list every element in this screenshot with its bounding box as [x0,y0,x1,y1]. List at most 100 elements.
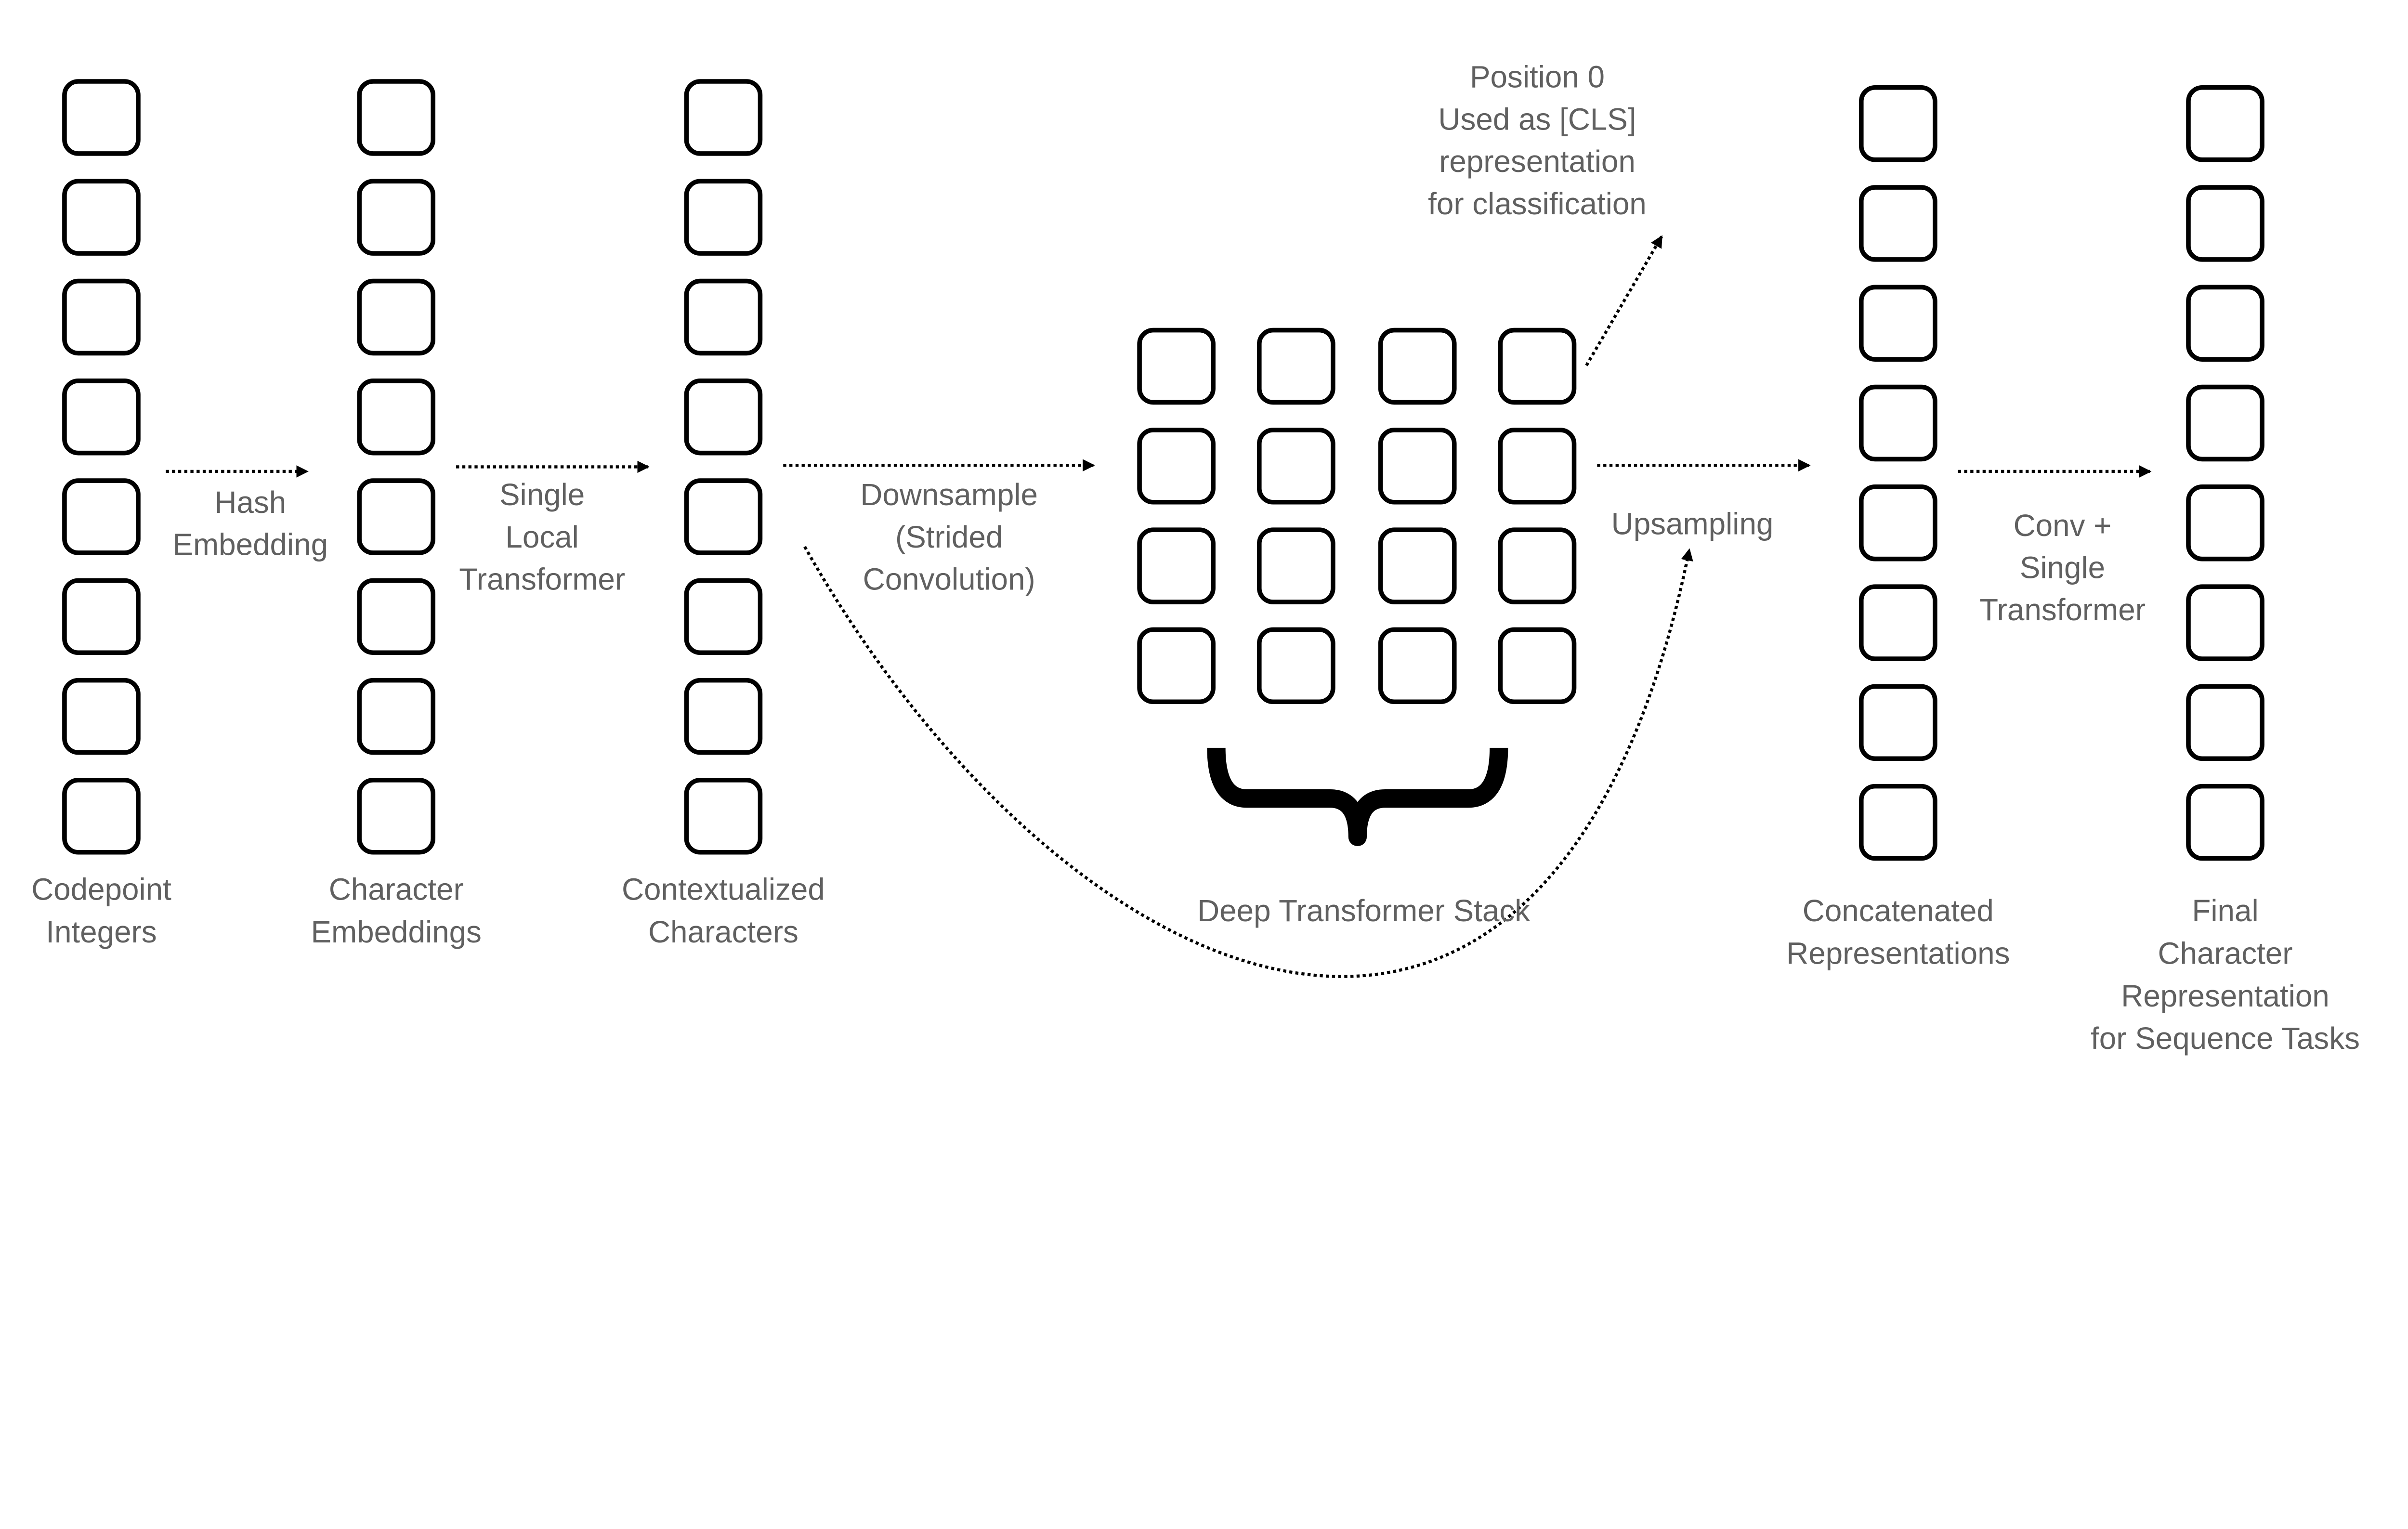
column-label-final-line: Character [2158,936,2293,971]
grid-cell-box [1137,627,1216,705]
cell-box [357,278,436,356]
column-concatenated [1859,85,1937,861]
cell-box [2186,85,2264,162]
cell-box [1859,484,1937,562]
arrow-label-single-local-transformer-line: Transformer [459,562,625,596]
grid-cell-box [1378,327,1457,405]
cell-box [1859,384,1937,462]
column-label-final-line: Final [2192,893,2258,928]
cls-note-line: representation [1439,144,1636,179]
cell-box [62,778,141,855]
cell-box [62,179,141,256]
arrow-label-single-local-transformer-line: Single [499,477,585,512]
cell-box [684,478,763,555]
curly-brace [1207,747,1508,847]
cell-box [2186,384,2264,462]
cell-box [2186,285,2264,362]
arrow-label-single-local-transformer-line: Local [505,520,578,554]
column-label-concatenated-line: Concatenated [1803,893,1994,928]
arrow-label-downsample-line: Downsample [860,477,1038,512]
cell-box [684,79,763,156]
grid-cell-box [1137,327,1216,405]
cell-box [684,379,763,456]
arrow-label-downsample-line: (Strided [895,520,1003,554]
cell-box [357,379,436,456]
cell-box [2186,784,2264,861]
cls-note-line: Used as [CLS] [1438,102,1636,136]
grid-cell-box [1498,327,1577,405]
arrow-label-hash-embedding-line: Hash [214,485,286,520]
cell-box [684,678,763,755]
grid-cell-box [1498,627,1577,705]
cell-box [2186,584,2264,661]
cell-box [357,478,436,555]
cell-box [62,678,141,755]
grid-cell-box [1378,527,1457,604]
arrow-label-upsampling-line: Upsampling [1611,507,1774,541]
column-label-codepoints-line: Codepoint [31,872,171,907]
cell-box [1859,185,1937,262]
cell-box [357,179,436,256]
grid-cell-box [1137,428,1216,505]
cell-box [357,678,436,755]
column-label-char-embeddings-line: Character [329,872,464,907]
grid-cell-box [1257,527,1335,604]
cell-box [1859,784,1937,861]
cell-box [1859,684,1937,761]
column-label-concatenated-line: Representations [1786,936,2010,971]
cell-box [357,79,436,156]
column-label-contextualized-line: Characters [648,915,798,949]
cell-box [2186,185,2264,262]
grid-cell-box [1257,327,1335,405]
column-label-final-line: Representation [2121,979,2329,1013]
cell-box [357,778,436,855]
cell-box [62,379,141,456]
cell-box [2186,484,2264,562]
grid-cell-box [1137,527,1216,604]
cell-box [62,278,141,356]
cell-box [684,578,763,655]
cell-box [62,79,141,156]
cell-box [357,578,436,655]
cls-note: Position 0 Used as [CLS] representation for… [1428,60,1647,221]
cls-note-line: for classification [1428,186,1647,221]
arrow-label-conv-single-transformer-line: Single [2020,550,2105,585]
cell-box [62,478,141,555]
arrow-label-hash-embedding-line: Embedding [172,527,328,562]
arrow-label-upsampling: Upsampling [1611,507,1774,541]
arrow-label-conv-single-transformer-line: Transformer [1979,592,2146,627]
grid-cell-box [1498,527,1577,604]
column-codepoints [62,79,141,855]
cell-box [2186,684,2264,761]
deep-stack-label: Deep Transformer Stack [1197,893,1530,928]
arrow-label-downsample-line: Convolution) [863,562,1035,596]
column-label-final-line: for Sequence Tasks [2091,1021,2360,1056]
cell-box [684,179,763,256]
cell-box [62,578,141,655]
residual-skip-curve [803,546,1693,978]
cell-box [684,778,763,855]
grid-cell-box [1257,428,1335,505]
arrow-label-conv-single-transformer-line: Conv + [2014,508,2112,543]
grid-cell-box [1378,428,1457,505]
column-label-char-embeddings-line: Embeddings [311,915,481,949]
cell-box [1859,584,1937,661]
column-contextualized [684,79,763,855]
column-char-embeddings [357,79,436,855]
grid-cell-box [1498,428,1577,505]
deep-transformer-grid [1137,327,1577,705]
column-label-contextualized-line: Contextualized [622,872,825,907]
cell-box [684,278,763,356]
cls-note-line: Position 0 [1470,60,1605,94]
cell-box [1859,85,1937,162]
column-label-codepoints-line: Integers [46,915,157,949]
